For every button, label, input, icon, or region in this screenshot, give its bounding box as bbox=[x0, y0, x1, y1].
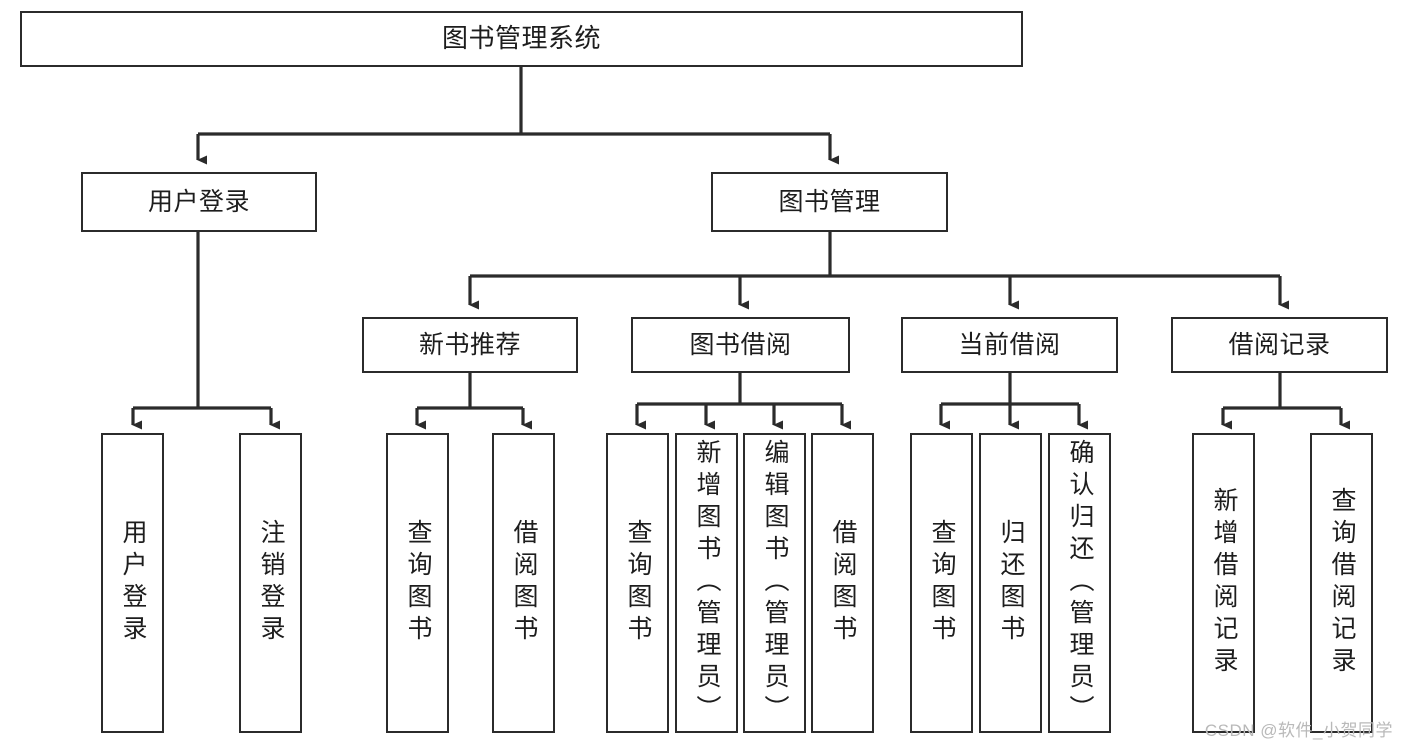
leaf-recommend-borrow-book[interactable]: 借阅图书 bbox=[492, 433, 555, 733]
node-label: 新增借阅记录 bbox=[1210, 487, 1238, 679]
leaf-borrow-query-book[interactable]: 查询图书 bbox=[606, 433, 669, 733]
node-label: 新书推荐 bbox=[418, 331, 521, 359]
leaf-record-add-borrow-record[interactable]: 新增借阅记录 bbox=[1192, 433, 1255, 733]
leaf-borrow-add-book-admin[interactable]: 新增图书（管理员） bbox=[675, 433, 738, 733]
node-label: 借阅图书 bbox=[510, 519, 538, 647]
node-label: 用户登录 bbox=[119, 519, 147, 647]
leaf-recommend-query-book[interactable]: 查询图书 bbox=[386, 433, 449, 733]
leaf-record-query-borrow-record[interactable]: 查询借阅记录 bbox=[1310, 433, 1373, 733]
node-label: 图书借阅 bbox=[689, 331, 792, 359]
leaf-user-login-logout[interactable]: 注销登录 bbox=[239, 433, 302, 733]
node-label: 借阅记录 bbox=[1228, 331, 1331, 359]
leaf-current-query-book[interactable]: 查询图书 bbox=[910, 433, 973, 733]
node-label: 查询图书 bbox=[928, 519, 956, 647]
leaf-current-confirm-return-admin[interactable]: 确认归还（管理员） bbox=[1048, 433, 1111, 733]
node-label: 图书管理 bbox=[778, 188, 881, 216]
node-label: 用户登录 bbox=[147, 188, 250, 216]
leaf-borrow-borrow-book[interactable]: 借阅图书 bbox=[811, 433, 874, 733]
node-label: 确认归还（管理员） bbox=[1066, 439, 1094, 727]
node-book-management[interactable]: 图书管理 bbox=[711, 172, 948, 232]
node-book-borrow[interactable]: 图书借阅 bbox=[631, 317, 850, 373]
node-borrow-record[interactable]: 借阅记录 bbox=[1171, 317, 1388, 373]
leaf-user-login-login[interactable]: 用户登录 bbox=[101, 433, 164, 733]
node-user-login[interactable]: 用户登录 bbox=[81, 172, 317, 232]
node-root-book-management-system[interactable]: 图书管理系统 bbox=[20, 11, 1023, 67]
node-label: 查询图书 bbox=[404, 519, 432, 647]
node-new-book-recommend[interactable]: 新书推荐 bbox=[362, 317, 578, 373]
node-current-borrow[interactable]: 当前借阅 bbox=[901, 317, 1118, 373]
node-label: 归还图书 bbox=[997, 519, 1025, 647]
node-label: 当前借阅 bbox=[958, 331, 1061, 359]
node-label: 查询图书 bbox=[624, 519, 652, 647]
node-label: 借阅图书 bbox=[829, 519, 857, 647]
leaf-borrow-edit-book-admin[interactable]: 编辑图书（管理员） bbox=[743, 433, 806, 733]
leaf-current-return-book[interactable]: 归还图书 bbox=[979, 433, 1042, 733]
node-label: 新增图书（管理员） bbox=[693, 439, 721, 727]
node-label: 查询借阅记录 bbox=[1328, 487, 1356, 679]
csdn-watermark: CSDN @软件_小贺同学 bbox=[1204, 721, 1393, 740]
node-label: 注销登录 bbox=[257, 519, 285, 647]
node-label: 编辑图书（管理员） bbox=[761, 439, 789, 727]
node-label: 图书管理系统 bbox=[441, 23, 601, 54]
